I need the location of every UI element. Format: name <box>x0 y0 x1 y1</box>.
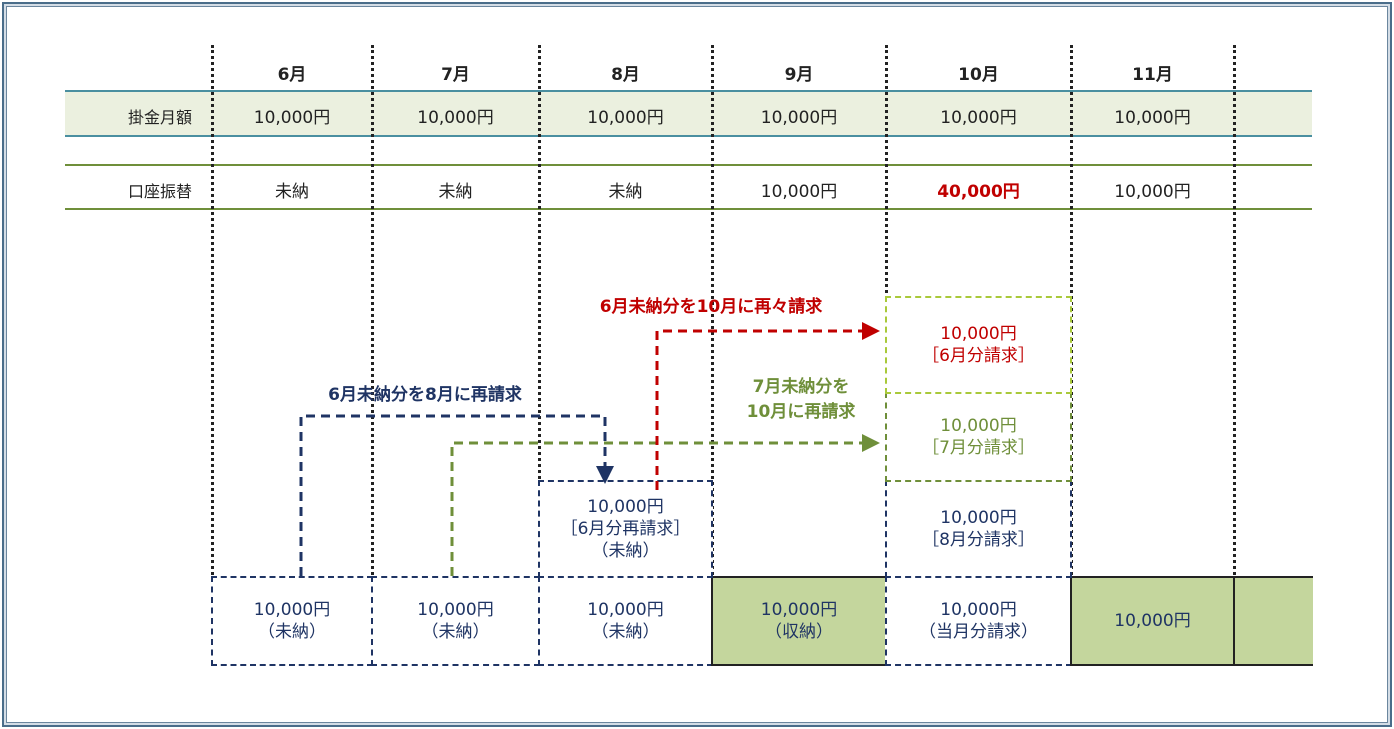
box-aug-rebill: 10,000円 ［6月分再請求］ （未納） <box>538 480 713 578</box>
label-jul-to-oct-line1: 7月未納分を <box>752 377 850 397</box>
furikae-value-nov: 10,000円 <box>1114 181 1191 202</box>
kakekin-value-oct: 10,000円 <box>940 107 1017 128</box>
column-divider <box>711 45 714 665</box>
box-note: ［8月分請求］ <box>922 530 1035 550</box>
box-amount: 10,000円 <box>940 324 1017 344</box>
box-status: （収納） <box>765 622 833 642</box>
box-amount: 10,000円 <box>940 600 1017 620</box>
arrow-jul-to-oct <box>450 441 866 576</box>
kakekin-row-band <box>65 92 1312 136</box>
column-divider <box>371 45 374 665</box>
month-header-jul: 7月 <box>441 64 470 85</box>
box-note: ［6月分請求］ <box>922 346 1035 366</box>
month-header-oct: 10月 <box>958 64 999 85</box>
furikae-value-aug: 未納 <box>608 181 643 202</box>
box-status: （未納） <box>421 622 490 642</box>
arrow-jun-to-oct <box>655 329 866 490</box>
furikae-value-jul: 未納 <box>438 181 473 202</box>
box-status: （未納） <box>591 622 660 642</box>
furikae-value-jun: 未納 <box>275 181 309 202</box>
box-note: ［6月分再請求］ <box>560 519 691 539</box>
box-amount: 10,000円 <box>417 600 494 620</box>
furikae-bottom-rule <box>65 208 1312 210</box>
box-oct-jun-bill: 10,000円 ［6月分請求］ <box>885 296 1072 394</box>
box-amount: 10,000円 <box>1114 611 1191 631</box>
box-amount: 10,000円 <box>940 416 1017 436</box>
arrow-jun-to-aug <box>299 414 607 576</box>
box-next-month <box>1233 576 1313 666</box>
box-amount: 10,000円 <box>587 497 664 517</box>
column-divider <box>1233 45 1236 665</box>
box-sep-paid: 10,000円 （収納） <box>711 576 887 666</box>
column-divider <box>211 45 214 665</box>
arrowhead-jun-to-oct <box>862 322 880 340</box>
column-divider <box>538 45 541 665</box>
box-amount: 10,000円 <box>940 508 1017 528</box>
furikae-top-rule <box>65 164 1312 166</box>
arrowhead-jul-to-oct <box>862 434 880 452</box>
kakekin-row-label: 掛金月額 <box>127 108 192 127</box>
box-status: （当月分請求） <box>919 622 1038 642</box>
box-oct-current: 10,000円 （当月分請求） <box>885 576 1072 666</box>
box-amount: 10,000円 <box>253 600 331 620</box>
furikae-value-sep: 10,000円 <box>760 181 838 202</box>
kakekin-value-sep: 10,000円 <box>760 107 838 128</box>
box-amount: 10,000円 <box>587 600 664 620</box>
month-header-aug: 8月 <box>611 64 640 85</box>
kakekin-bottom-rule <box>65 135 1312 137</box>
month-header-nov: 11月 <box>1132 64 1173 85</box>
kakekin-value-aug: 10,000円 <box>587 107 664 128</box>
kakekin-value-nov: 10,000円 <box>1114 107 1191 128</box>
box-amount: 10,000円 <box>760 600 838 620</box>
label-jun-to-oct: 6月未納分を10月に再々請求 <box>599 297 823 317</box>
box-jul-unpaid: 10,000円 （未納） <box>371 576 540 666</box>
kakekin-top-rule <box>65 90 1312 92</box>
box-nov: 10,000円 <box>1070 576 1235 666</box>
box-status: （未納） <box>591 541 660 561</box>
box-oct-aug-bill: 10,000円 ［8月分請求］ <box>885 480 1072 578</box>
label-jun-to-aug: 6月未納分を8月に再請求 <box>328 385 522 405</box>
kakekin-value-jun: 10,000円 <box>253 107 331 128</box>
label-jul-to-oct-line2: 10月に再請求 <box>746 402 856 422</box>
kakekin-value-jul: 10,000円 <box>417 107 494 128</box>
arrowhead-jun-to-aug <box>596 466 614 484</box>
box-note: ［7月分請求］ <box>922 438 1035 458</box>
box-status: （未納） <box>258 622 326 642</box>
box-oct-jul-bill: 10,000円 ［7月分請求］ <box>885 392 1072 482</box>
furikae-value-oct: 40,000円 <box>937 181 1020 202</box>
month-header-jun: 6月 <box>277 64 307 85</box>
month-header-sep: 9月 <box>784 64 814 85</box>
furikae-row-label: 口座振替 <box>127 182 192 201</box>
